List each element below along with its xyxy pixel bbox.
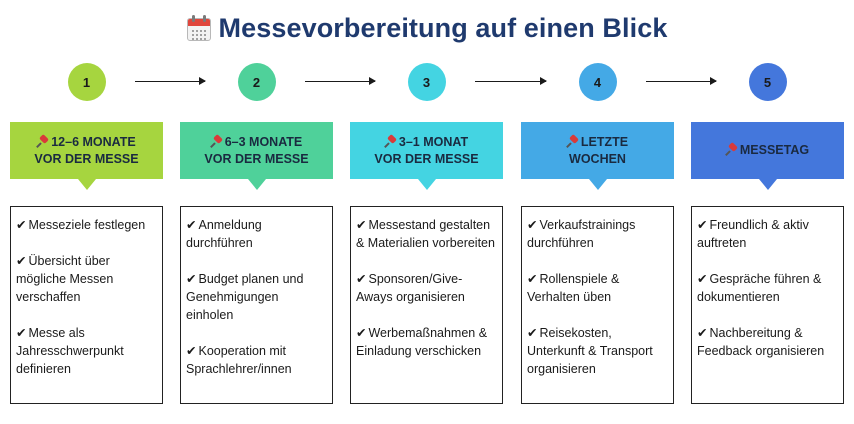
pushpin-icon	[565, 133, 579, 148]
checkmark-icon: ✔	[527, 272, 538, 286]
phase-banner-line: 6–3 MONATE	[204, 133, 308, 151]
pushpin-icon	[209, 133, 223, 148]
page-title: Messevorbereitung auf einen Blick	[218, 12, 668, 43]
checklist-item-text: Budget planen und Genehmigungen einholen	[186, 272, 304, 322]
checklist-item-text: Gespräche führen & dokumentieren	[697, 272, 822, 304]
checklist-item: ✔Budget planen und Genehmigungen einhole…	[186, 270, 328, 324]
checkmark-icon: ✔	[16, 218, 27, 232]
checklist-item: ✔Reisekosten, Unterkunft & Transport org…	[527, 324, 669, 378]
checkmark-icon: ✔	[356, 272, 367, 286]
checklist-card-4: ✔Verkaufstrainings durchführen✔Rollenspi…	[521, 206, 674, 404]
checklist-item-text: Messestand gestalten & Materialien vorbe…	[356, 218, 495, 250]
phase-banner-line: VOR DER MESSE	[34, 151, 139, 166]
step-number-5: 5	[748, 63, 787, 101]
phase-banner-line: WOCHEN	[569, 151, 626, 166]
checklist-item-text: Reisekosten, Unterkunft & Transport orga…	[527, 326, 653, 376]
checklist-card-1: ✔Messeziele festlegen✔Übersicht über mög…	[10, 206, 163, 404]
checkmark-icon: ✔	[697, 218, 708, 232]
checklist-item-text: Kooperation mit Sprachlehrer/innen	[186, 344, 292, 376]
checklist-item-text: Übersicht über mögliche Messen verschaff…	[16, 254, 114, 304]
checklist-item: ✔Nachbereitung & Feedback organisieren	[697, 324, 839, 360]
arrow-connector	[474, 77, 547, 85]
pushpin-icon	[383, 133, 397, 148]
checklist-item-text: Anmeldung durchführen	[186, 218, 262, 250]
checklist-item: ✔Rollenspiele & Verhalten üben	[527, 270, 669, 306]
checkmark-icon: ✔	[16, 254, 27, 268]
phase-banner-line: VOR DER MESSE	[204, 151, 309, 166]
checklist-card-5: ✔Freundlich & aktiv auftreten✔Gespräche …	[691, 206, 844, 404]
checklist-item: ✔Kooperation mit Sprachlehrer/innen	[186, 342, 328, 378]
checklist-item: ✔Freundlich & aktiv auftreten	[697, 216, 839, 252]
checklist-item: ✔Gespräche führen & dokumentieren	[697, 270, 839, 306]
phase-banner-5: MESSETAG	[691, 122, 844, 190]
checkmark-icon: ✔	[16, 326, 27, 340]
phase-banner-line: LETZTE	[565, 133, 628, 151]
checklist-item-text: Messe als Jahresschwerpunkt definieren	[16, 326, 124, 376]
checkmark-icon: ✔	[186, 218, 197, 232]
checklist-item-text: Verkaufstrainings durchführen	[527, 218, 636, 250]
step-number-4: 4	[578, 63, 617, 101]
phase-banner-line: 3–1 MONAT	[374, 133, 478, 151]
checkmark-icon: ✔	[186, 272, 197, 286]
step-number-1: 1	[67, 63, 106, 101]
arrow-connector	[134, 77, 206, 85]
checkmark-icon: ✔	[697, 326, 708, 340]
phase-banner-line: VOR DER MESSE	[374, 151, 479, 166]
checklist-item-text: Rollenspiele & Verhalten üben	[527, 272, 620, 304]
step-number-2: 2	[237, 63, 276, 101]
checkmark-icon: ✔	[527, 218, 538, 232]
pushpin-icon	[724, 142, 738, 156]
arrow-connector	[645, 77, 717, 85]
checklist-item-text: Freundlich & aktiv auftreten	[697, 218, 809, 250]
checklist-item-text: Nachbereitung & Feedback organisieren	[697, 326, 825, 358]
checklist-item-text: Messeziele festlegen	[28, 218, 146, 232]
step-number-3: 3	[407, 63, 446, 101]
checklist-item: ✔Messeziele festlegen	[16, 216, 158, 234]
checklist-card-3: ✔Messestand gestalten & Materialien vorb…	[350, 206, 503, 404]
checklist-item: ✔Anmeldung durchführen	[186, 216, 328, 252]
checkmark-icon: ✔	[356, 326, 367, 340]
checklist-item: ✔Messe als Jahresschwerpunkt definieren	[16, 324, 158, 378]
calendar-icon	[186, 15, 211, 41]
checklist-card-2: ✔Anmeldung durchführen✔Budget planen und…	[180, 206, 333, 404]
phase-banner-line: MESSETAG	[724, 142, 809, 159]
phase-banner-text: MESSETAG	[724, 142, 809, 159]
arrow-connector	[304, 77, 376, 85]
checklist-item: ✔Übersicht über mögliche Messen verschaf…	[16, 252, 158, 306]
checklist-item-text: Werbemaßnahmen & Einladung verschicken	[356, 326, 488, 358]
pushpin-icon	[36, 133, 50, 148]
checklist-item: ✔Messestand gestalten & Materialien vorb…	[356, 216, 498, 252]
title-row: Messevorbereitung auf einen Blick	[0, 10, 854, 46]
checkmark-icon: ✔	[356, 218, 367, 232]
checkmark-icon: ✔	[186, 344, 197, 358]
phase-banner-line: 12–6 MONATE	[34, 133, 138, 151]
checklist-item: ✔Werbemaßnahmen & Einladung verschicken	[356, 324, 498, 360]
checklist-item: ✔Verkaufstrainings durchführen	[527, 216, 669, 252]
checkmark-icon: ✔	[697, 272, 708, 286]
checklist-item: ✔Sponsoren/Give-Aways organisieren	[356, 270, 498, 306]
checkmark-icon: ✔	[527, 326, 538, 340]
checklist-item-text: Sponsoren/Give-Aways organisieren	[356, 272, 465, 304]
